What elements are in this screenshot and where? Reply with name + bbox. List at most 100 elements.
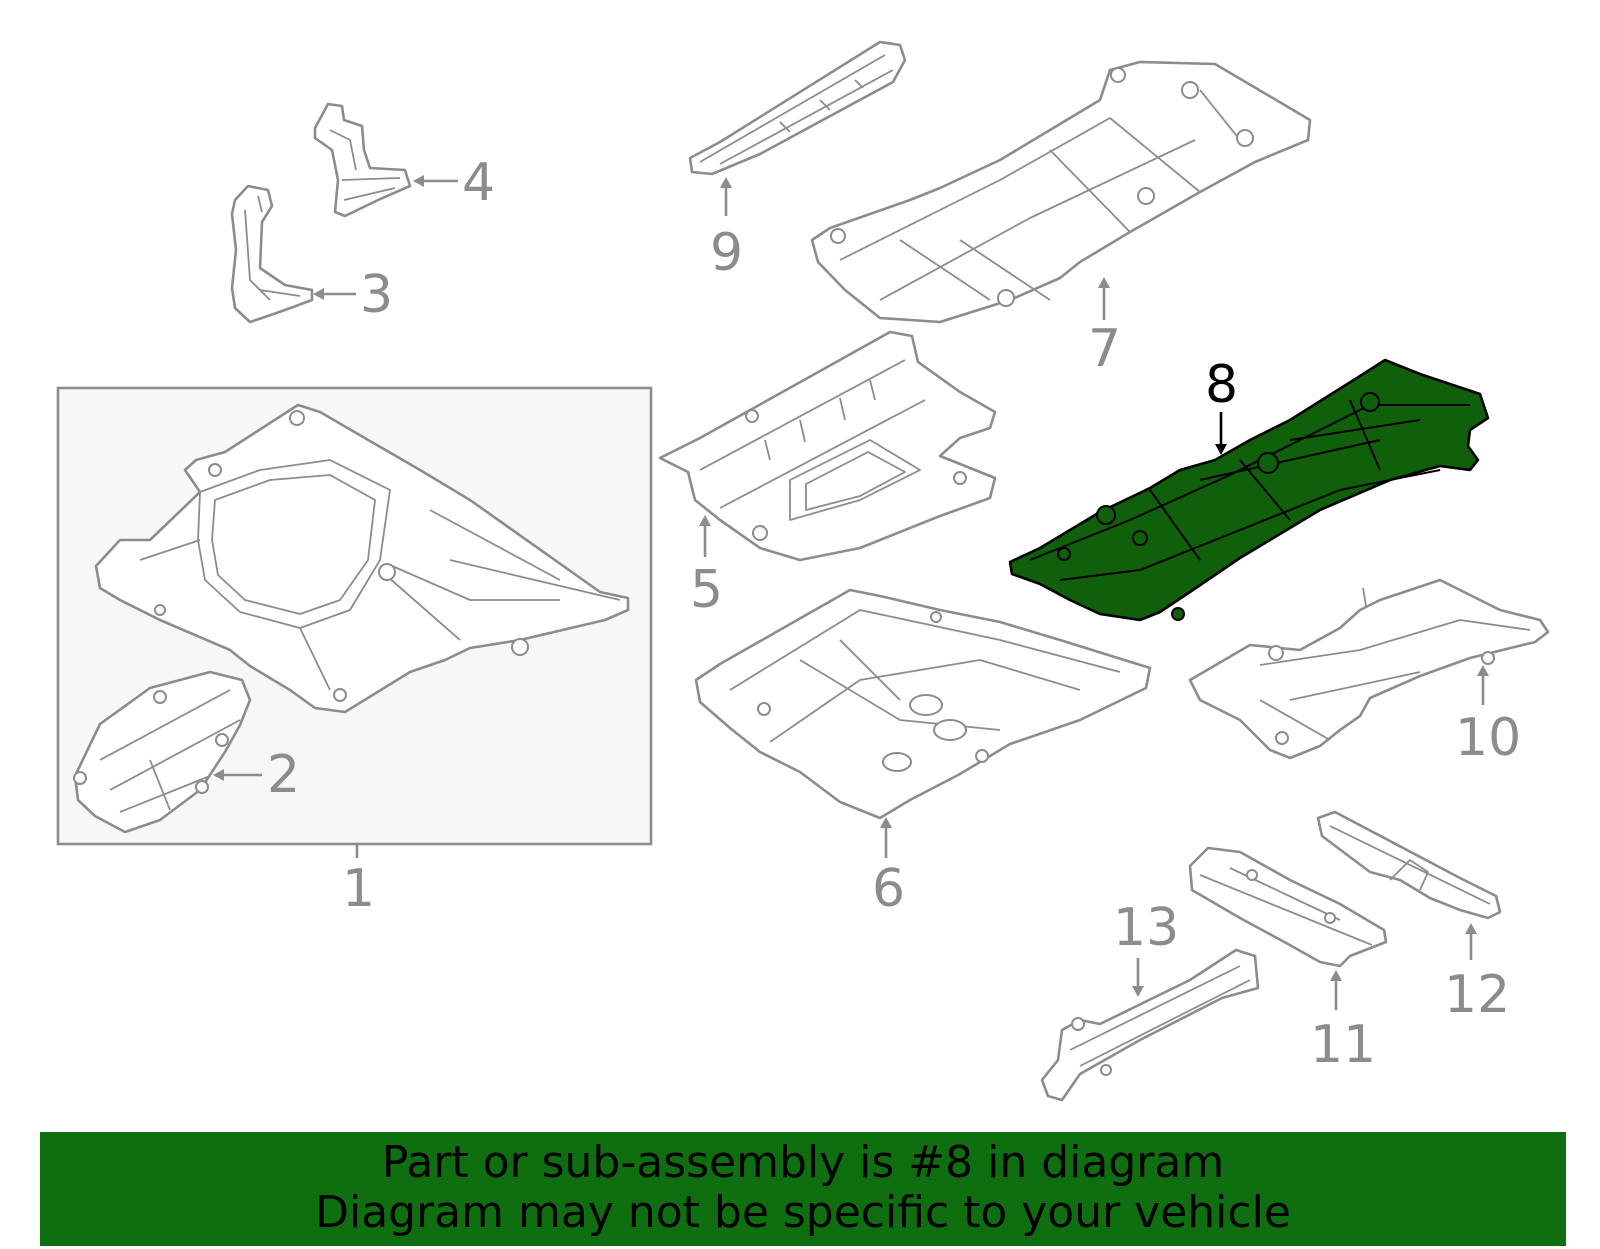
part-10-detail <box>1259 587 1531 741</box>
part-2-hole <box>215 733 229 747</box>
part-7-boss <box>1181 81 1199 99</box>
part-8[interactable] <box>1008 358 1490 622</box>
part-6-ribs <box>729 609 1121 743</box>
arrow-7 <box>1098 277 1110 288</box>
part-10[interactable] <box>1188 578 1550 760</box>
part-7-boss <box>997 289 1015 307</box>
part-6[interactable] <box>694 588 1152 858</box>
callout-10[interactable]: 10 <box>1455 708 1521 768</box>
banner-line-1: Part or sub-assembly is #8 in diagram <box>381 1137 1225 1188</box>
part-8-boss <box>1096 505 1116 525</box>
part-13-hole <box>1100 1064 1112 1076</box>
part-10-hole <box>1268 645 1284 661</box>
callout-8[interactable]: 8 <box>1205 355 1238 415</box>
part-3-bracket <box>230 184 314 324</box>
part-4[interactable] <box>313 102 458 218</box>
callout-2[interactable]: 2 <box>267 745 300 805</box>
part-1-boss <box>333 688 347 702</box>
part-5-detail <box>699 359 926 521</box>
part-4-bracket <box>313 102 412 218</box>
part-1-frame-inner <box>211 474 376 615</box>
part-1-group[interactable] <box>56 386 653 846</box>
part-5-hole <box>752 525 768 541</box>
part-6-port <box>933 719 967 741</box>
part-7-boss <box>830 228 846 244</box>
part-8-ribs <box>1029 399 1470 581</box>
part-1-boss <box>378 563 396 581</box>
part-11[interactable] <box>1188 846 1388 1010</box>
part-11-hole <box>1324 912 1336 924</box>
part-7-shield <box>810 60 1312 324</box>
part-7-boss <box>1110 67 1126 83</box>
part-6-hole <box>975 749 989 763</box>
part-5-fins <box>764 379 876 461</box>
part-7-ribs <box>839 89 1241 301</box>
part-9-detail <box>699 54 894 165</box>
part-2-hole <box>153 690 167 704</box>
arrow-4 <box>413 175 424 187</box>
callout-4[interactable]: 4 <box>462 153 495 213</box>
arrow-11 <box>1330 970 1342 981</box>
part-11-hole <box>1246 869 1258 881</box>
part-10-hole <box>1275 731 1289 745</box>
arrow-5 <box>699 515 711 526</box>
part-2-ribs <box>99 689 241 813</box>
part-12[interactable] <box>1316 810 1502 960</box>
callout-7[interactable]: 7 <box>1088 319 1121 379</box>
part-2-shield <box>73 670 252 834</box>
part-8-shield <box>1008 358 1490 622</box>
arrow-13 <box>1132 986 1144 997</box>
part-10-shield <box>1188 578 1550 760</box>
part-13-bracket <box>1040 948 1260 1102</box>
part-6-hole <box>757 702 771 716</box>
part-9[interactable] <box>688 40 907 216</box>
callout-13[interactable]: 13 <box>1113 898 1179 958</box>
part-13-hole <box>1071 1017 1085 1031</box>
part-12-detail <box>1329 825 1491 905</box>
part-5[interactable] <box>658 330 997 562</box>
part-5-hole <box>745 409 759 423</box>
part-1-ribs <box>139 509 621 691</box>
part-4-detail <box>329 129 401 201</box>
part-10-hole <box>1481 651 1495 665</box>
part-7-boss <box>1137 187 1155 205</box>
part-8-boss <box>1132 530 1148 546</box>
arrow-2 <box>213 769 224 781</box>
callout-6[interactable]: 6 <box>872 859 905 919</box>
part-5-shield <box>658 330 997 562</box>
part-1-boss <box>208 463 222 477</box>
part-11-plate <box>1188 846 1388 968</box>
part-6-port <box>909 694 943 716</box>
part-6-port <box>882 752 912 772</box>
part-13-detail <box>1069 965 1251 1067</box>
arrow-3 <box>313 288 324 300</box>
part-1-boss <box>289 410 305 426</box>
part-8-boss <box>1257 452 1279 474</box>
part-1-boss <box>511 638 529 656</box>
part-7-boss <box>1236 129 1254 147</box>
callout-3[interactable]: 3 <box>360 265 393 325</box>
arrow-8 <box>1215 444 1227 455</box>
part-8-boss <box>1360 392 1380 412</box>
arrow-6 <box>880 817 892 828</box>
part-2-hole <box>73 771 87 785</box>
part-8-boss <box>1057 547 1071 561</box>
part-3[interactable] <box>230 184 356 324</box>
callout-11[interactable]: 11 <box>1310 1015 1376 1075</box>
part-8-boss <box>1171 607 1185 621</box>
part-13[interactable] <box>1040 948 1260 1102</box>
part-1-frame <box>197 459 391 629</box>
callout-5[interactable]: 5 <box>690 560 723 620</box>
info-banner: Part or sub-assembly is #8 in diagram Di… <box>40 1132 1566 1246</box>
callout-12[interactable]: 12 <box>1444 965 1510 1025</box>
part-6-hole <box>930 611 942 623</box>
callout-1[interactable]: 1 <box>342 859 375 919</box>
arrow-10 <box>1477 665 1489 676</box>
part-7[interactable] <box>810 60 1312 324</box>
arrow-12 <box>1465 923 1477 934</box>
banner-line-2: Diagram may not be specific to your vehi… <box>315 1187 1291 1238</box>
part-2-hole <box>195 780 209 794</box>
arrow-9 <box>720 177 732 188</box>
callout-9[interactable]: 9 <box>710 223 743 283</box>
